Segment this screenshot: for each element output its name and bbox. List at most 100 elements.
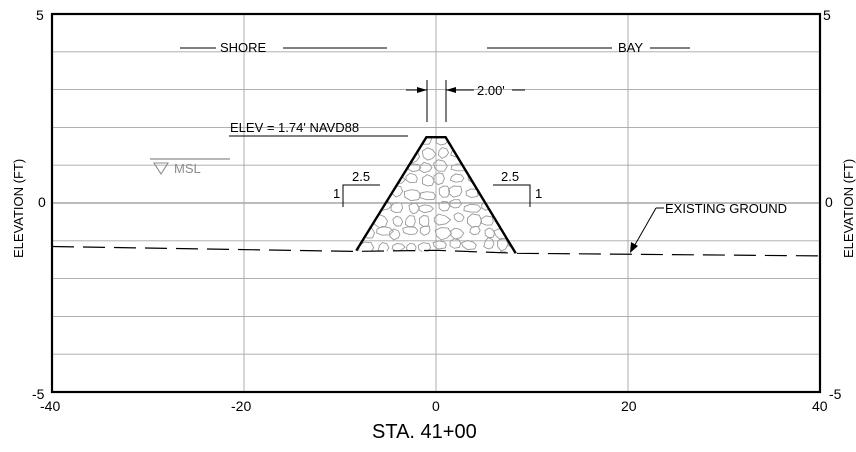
rock-stone [362,186,373,198]
left-slope-bracket [342,184,380,207]
right-slope-bracket [493,184,531,207]
rock-stone [452,137,467,148]
right-slope-rise: 1 [535,186,542,201]
y-axis-title-left: ELEVATION (FT) [11,159,26,258]
rock-stone [356,211,363,226]
rock-stone [507,137,516,145]
rock-stone [356,137,358,146]
rock-stone [511,228,516,241]
rock-stone [403,189,422,202]
rock-stone [497,186,512,196]
rock-stone [463,203,482,213]
rock-stone [511,147,516,160]
rock-stone [404,215,416,228]
rock-stone [453,212,465,223]
x-tick-0: 0 [432,398,440,414]
rock-stone [406,242,417,253]
bay-label: BAY [618,40,643,55]
rock-stone [494,139,506,148]
rock-stone [402,226,419,236]
rock-stone [374,171,395,185]
rock-stone [363,150,378,161]
rock-stone [449,199,463,209]
rock-stone [450,227,465,240]
crest-width-dimension: 2.00' [406,80,525,122]
left-tick-mid: 0 [38,194,46,210]
right-slope-indicator: 2.5 1 [493,169,542,207]
rock-stone [448,185,463,198]
rock-stone [404,138,419,149]
rock-stone [460,239,477,251]
rock-stone [418,204,434,214]
rock-stone [449,173,465,183]
existing-ground-line [51,245,821,257]
rock-stone [508,188,516,202]
right-slope-run: 2.5 [501,169,519,184]
rock-stone [483,237,495,250]
rock-stone [408,202,420,215]
leader-arrow-icon [630,242,638,253]
rock-stone [433,213,452,226]
rock-stone [425,256,438,264]
riprap-rock-fill [346,137,516,266]
right-tick-bottom: -5 [829,386,842,402]
x-tick-40: 40 [812,398,828,414]
rock-stone [432,159,448,172]
rock-stone [377,241,390,254]
rock-stone [356,201,359,215]
rock-stone [465,250,480,254]
rock-stone [478,173,492,187]
rock-stone [507,211,516,222]
left-slope-run: 2.5 [352,169,370,184]
x-tick-neg40: -40 [40,398,60,414]
x-tick-20: 20 [621,398,637,414]
existing-ground-label: EXISTING GROUND [665,201,787,216]
rock-stone [434,227,452,241]
rock-stone [418,191,436,201]
rock-stone [418,215,430,227]
rock-stone [498,198,512,210]
rock-stone [421,174,435,187]
rock-stone [466,213,482,228]
rock-stone [371,186,389,201]
rock-stone [361,256,376,264]
rock-stone [346,256,358,266]
rock-stone [435,137,449,146]
rock-stone [394,137,407,148]
rock-stone [418,161,433,174]
rock-stone [497,237,509,252]
rock-stone [469,226,481,236]
rock-stone [432,240,447,250]
rock-stone [437,147,450,160]
crest-width-label: 2.00' [477,83,505,98]
rock-stone [438,200,451,212]
grid-lines [52,14,820,392]
rock-stone [394,160,405,174]
rock-stone [438,185,451,198]
rock-stone [356,188,359,198]
rock-stones [346,137,516,266]
rock-stone [419,225,431,236]
rock-stone [379,138,392,149]
rock-stone [496,251,508,254]
rock-stone [376,225,395,236]
rock-stone [356,225,362,238]
dim-arrow-left-icon [446,87,456,93]
rock-stone [453,253,465,254]
station-label: STA. 41+00 [372,421,477,443]
rock-stone [389,228,401,241]
rock-stone [407,254,421,262]
rock-stone [469,150,481,160]
shore-label: SHORE [220,40,267,55]
rock-stone [388,252,406,254]
rock-stone [483,254,494,265]
rock-stone [359,197,373,211]
rock-stone [373,148,387,160]
rock-stone [392,215,404,227]
rock-stone [405,172,418,184]
rock-stone [421,147,437,161]
rock-stone [375,251,391,254]
msl-triangle-icon [152,162,170,176]
plot-frame [50,12,822,394]
